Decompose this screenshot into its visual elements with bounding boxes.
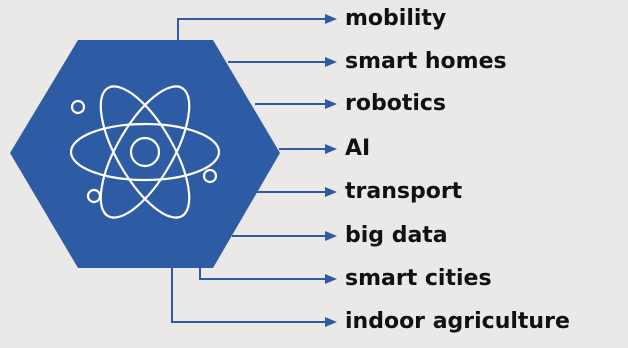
connector-smart-cities: [199, 268, 337, 284]
item-label-robotics: robotics: [345, 91, 447, 116]
connectors: [171, 14, 337, 327]
item-label-mobility: mobility: [345, 6, 447, 31]
item-label-indoor-agriculture: indoor agriculture: [345, 309, 570, 334]
item-label-transport: transport: [345, 179, 463, 204]
item-label-smart-homes: smart homes: [345, 49, 507, 74]
connector-mobility: [177, 14, 337, 40]
connector-indoor-agriculture: [171, 268, 337, 327]
item-label-smart-cities: smart cities: [345, 266, 492, 291]
item-label-ai: AI: [345, 136, 371, 161]
hexagon: [10, 40, 280, 268]
item-label-big-data: big data: [345, 223, 448, 248]
atom-icon: [69, 85, 221, 219]
